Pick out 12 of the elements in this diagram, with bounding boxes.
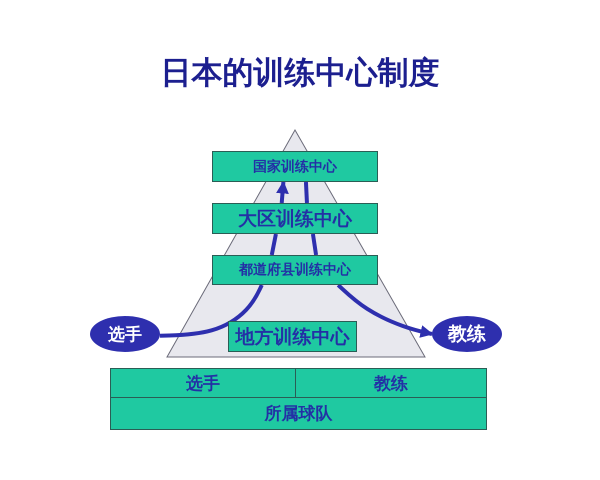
person-ellipse: 教练 xyxy=(432,316,502,352)
arrow xyxy=(336,284,434,338)
level-box: 教练 xyxy=(295,368,487,398)
level-box: 国家训练中心 xyxy=(212,151,378,182)
title: 日本的训练中心制度 xyxy=(160,54,440,93)
level-box: 所属球队 xyxy=(110,397,487,430)
level-box: 地方训练中心 xyxy=(228,321,357,352)
level-box: 都道府县训练中心 xyxy=(212,255,378,285)
level-box: 大区训练中心 xyxy=(212,203,378,234)
arrow xyxy=(276,180,289,204)
level-box: 选手 xyxy=(110,368,296,398)
person-ellipse: 选手 xyxy=(90,316,160,352)
